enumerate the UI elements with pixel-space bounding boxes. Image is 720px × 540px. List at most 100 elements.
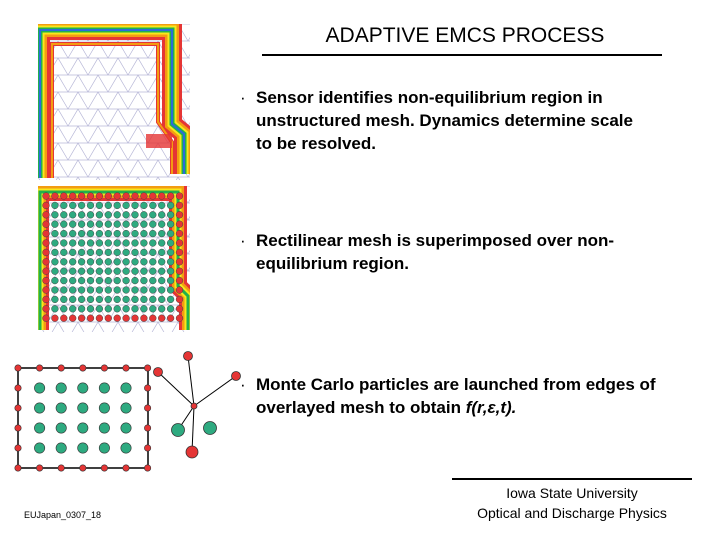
interior-particle xyxy=(149,239,157,247)
interior-particle xyxy=(104,267,112,275)
interior-particle xyxy=(131,276,139,285)
boundary-particle xyxy=(175,220,184,228)
interior-particle xyxy=(113,276,121,285)
interior-particle xyxy=(95,201,104,210)
boundary-particle xyxy=(42,295,50,304)
interior-particle xyxy=(77,276,86,285)
boundary-particle xyxy=(57,364,65,372)
interior-particle xyxy=(149,295,157,304)
interior-particle xyxy=(69,248,77,257)
boundary-particle xyxy=(36,364,44,372)
interior-particle xyxy=(104,248,112,257)
interior-particle xyxy=(95,295,104,304)
interior-particle xyxy=(77,248,86,257)
boundary-particle xyxy=(42,248,50,257)
interior-particle xyxy=(166,211,175,219)
interior-particle xyxy=(149,248,157,257)
interior-particle xyxy=(131,201,139,210)
interior-particle xyxy=(140,295,148,304)
interior-particle xyxy=(69,211,77,219)
interior-particle xyxy=(60,276,68,285)
interior-particle xyxy=(104,229,112,238)
interior-particle xyxy=(95,286,104,294)
interior-particle xyxy=(140,229,148,238)
interior-particle xyxy=(104,295,112,304)
interior-particle xyxy=(95,267,104,275)
interior-particle xyxy=(149,229,157,238)
interior-particle xyxy=(166,267,175,275)
interior-particle xyxy=(86,276,95,285)
interior-particle xyxy=(113,201,121,210)
interior-particle xyxy=(95,258,104,266)
boundary-particle xyxy=(175,248,184,257)
interior-particle xyxy=(113,295,121,304)
boundary-particle xyxy=(51,192,59,200)
interior-particle xyxy=(149,305,157,313)
boundary-particle xyxy=(42,286,50,294)
boundary-particle xyxy=(86,314,95,322)
institution-block: Iowa State University Optical and Discha… xyxy=(452,483,692,523)
interior-particle xyxy=(140,276,148,285)
interior-particle xyxy=(77,382,89,394)
boundary-particle xyxy=(175,305,184,313)
boundary-particle xyxy=(42,314,50,322)
launched-particle xyxy=(183,351,193,361)
boundary-particle xyxy=(175,314,184,322)
boundary-particle xyxy=(42,276,50,285)
interior-particle xyxy=(51,305,59,313)
interior-particle xyxy=(158,220,166,228)
interior-particle xyxy=(86,211,95,219)
launched-particle xyxy=(185,445,199,459)
boundary-particle xyxy=(51,314,59,322)
interior-particle xyxy=(158,239,166,247)
interior-particle xyxy=(51,286,59,294)
boundary-particle xyxy=(158,192,166,200)
boundary-particle xyxy=(42,201,50,210)
boundary-particle xyxy=(42,211,50,219)
interior-particle xyxy=(120,402,132,414)
interior-particle xyxy=(77,402,89,414)
boundary-particle xyxy=(175,295,184,304)
interior-particle xyxy=(131,220,139,228)
boundary-particle xyxy=(122,364,130,372)
interior-particle xyxy=(113,211,121,219)
interior-particle xyxy=(166,305,175,313)
boundary-particle xyxy=(100,464,108,472)
boundary-particle xyxy=(14,464,22,472)
boundary-particle xyxy=(14,424,22,432)
interior-particle xyxy=(51,220,59,228)
interior-particle xyxy=(60,286,68,294)
boundary-particle xyxy=(158,314,166,322)
interior-particle xyxy=(95,211,104,219)
bullet-text-main: Monte Carlo particles are launched from … xyxy=(256,375,656,417)
non-equilibrium-band xyxy=(38,24,190,178)
boundary-particle xyxy=(14,404,22,412)
boundary-particle xyxy=(69,314,77,322)
monte-carlo-figure xyxy=(14,351,241,472)
interior-particle xyxy=(166,286,175,294)
interior-particle xyxy=(69,201,77,210)
interior-particle xyxy=(69,305,77,313)
interior-particle xyxy=(140,286,148,294)
interior-particle xyxy=(77,267,86,275)
interior-particle xyxy=(55,442,67,454)
interior-particle xyxy=(113,286,121,294)
interior-particle xyxy=(149,276,157,285)
boundary-particle xyxy=(42,267,50,275)
interior-particle xyxy=(131,211,139,219)
interior-particle xyxy=(60,248,68,257)
distribution-function: f(r,ε,t). xyxy=(465,398,517,417)
bullet-text: Sensor identifies non-equilibrium region… xyxy=(256,88,633,153)
boundary-particle xyxy=(149,314,157,322)
interior-particle xyxy=(140,248,148,257)
boundary-particle xyxy=(144,424,152,432)
boundary-particle xyxy=(79,364,87,372)
interior-particle xyxy=(95,229,104,238)
bullet-2: · Rectilinear mesh is superimposed over … xyxy=(240,229,660,275)
boundary-particle xyxy=(77,192,86,200)
boundary-particle xyxy=(42,220,50,228)
boundary-particle xyxy=(14,364,22,372)
boundary-particle xyxy=(95,314,104,322)
launched-particle xyxy=(231,371,241,381)
interior-particle xyxy=(158,201,166,210)
